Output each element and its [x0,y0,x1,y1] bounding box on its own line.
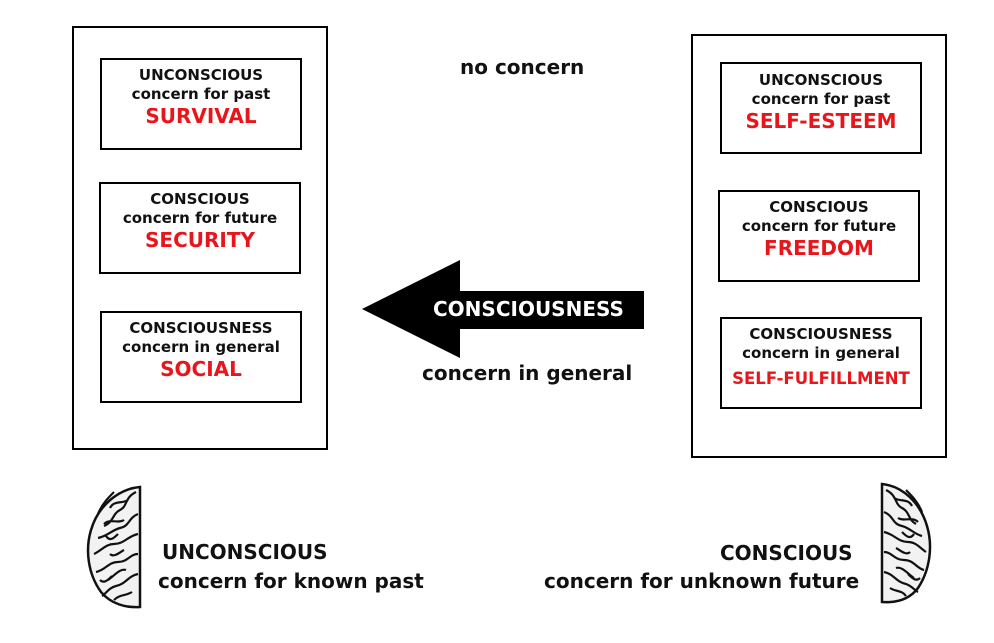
right-card-self-esteem: UNCONSCIOUS concern for past SELF-ESTEEM [720,62,922,154]
right-brain-icon [880,482,932,604]
card-line1: CONSCIOUS [769,198,869,216]
left-column-frame [72,26,328,450]
arrow-sub-label: concern in general [422,361,633,385]
bottom-left-title: UNCONSCIOUS [162,540,328,564]
right-card-freedom: CONSCIOUS concern for future FREEDOM [718,190,920,282]
arrow-shape [362,260,644,358]
card-line2: concern in general [742,344,900,362]
card-line2: concern for future [741,217,897,235]
left-card-security: CONSCIOUS concern for future SECURITY [99,182,301,274]
card-line2: concern in general [122,338,280,356]
card-line2: concern for past [751,90,891,108]
card-line1: CONSCIOUS [150,190,250,208]
card-need: FREEDOM [764,236,874,260]
card-line1: CONSCIOUSNESS [749,325,893,343]
bottom-right-subtitle: concern for unknown future [544,569,860,593]
card-line1: UNCONSCIOUS [758,71,884,89]
right-card-self-fulfillment: CONSCIOUSNESS concern in general SELF-FU… [720,317,922,409]
no-concern-label: no concern [460,55,585,79]
arrow-label: CONSCIOUSNESS [433,297,624,321]
card-line2: concern for future [122,209,278,227]
bottom-left-subtitle: concern for known past [158,569,424,593]
card-need: SELF-ESTEEM [745,109,897,133]
card-line1: UNCONSCIOUS [138,66,264,84]
card-need: SURVIVAL [145,104,257,128]
left-brain-icon [86,485,142,609]
card-need: SOCIAL [160,357,242,381]
left-card-social: CONSCIOUSNESS concern in general SOCIAL [100,311,302,403]
bottom-right-title: CONSCIOUS [720,541,853,565]
card-need: SECURITY [145,228,255,252]
right-column-frame [691,34,947,458]
card-line2: concern for past [131,85,271,103]
card-line1: CONSCIOUSNESS [129,319,273,337]
card-need: SELF-FULFILLMENT [732,369,910,388]
consciousness-arrow [362,260,644,358]
left-card-survival: UNCONSCIOUS concern for past SURVIVAL [100,58,302,150]
